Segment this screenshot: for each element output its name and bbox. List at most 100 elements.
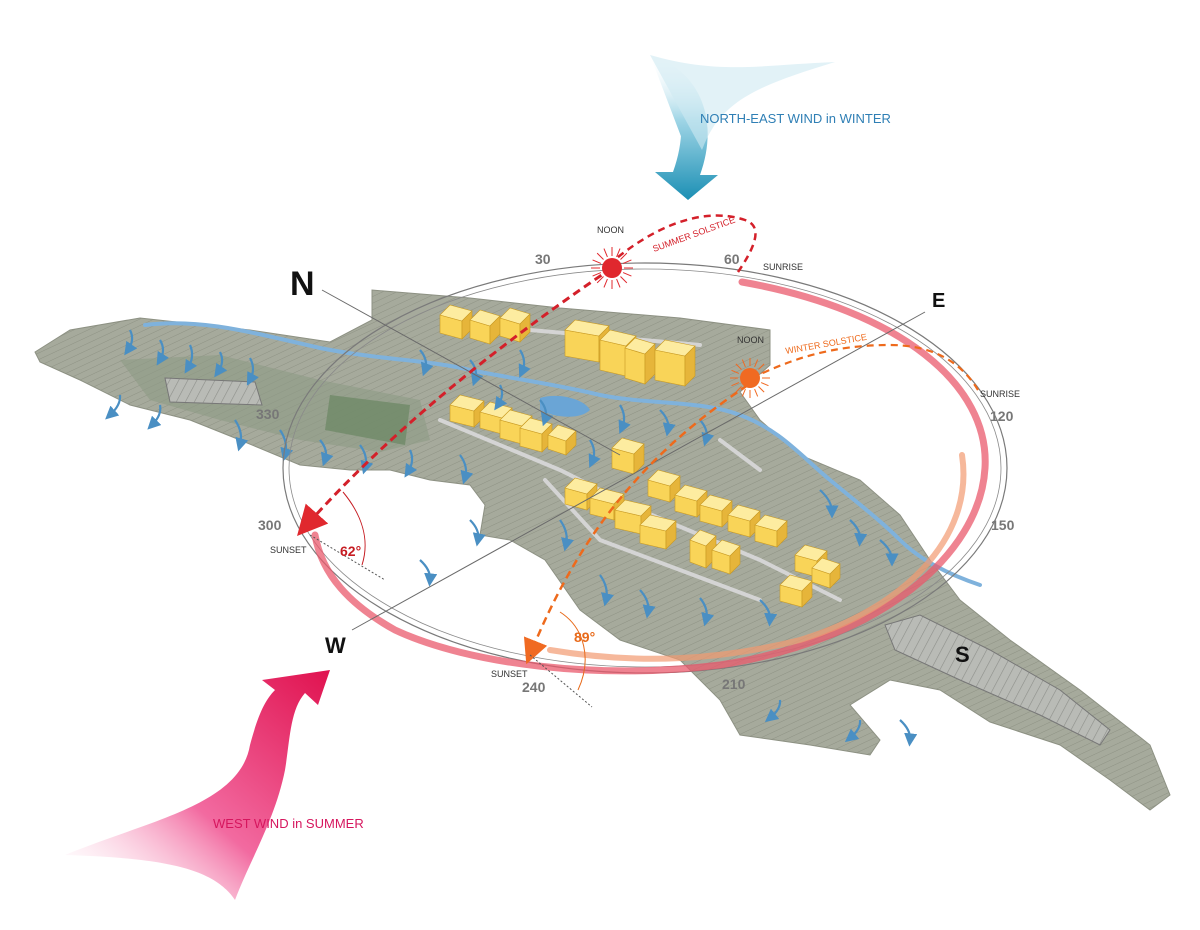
sun-ray xyxy=(735,363,742,370)
north-east-wind-label: NORTH-EAST WIND in WINTER xyxy=(700,111,891,126)
pond xyxy=(540,395,590,417)
compass-west-label: W xyxy=(325,633,346,658)
winter-angle-marker xyxy=(529,611,593,708)
breeze-arrow xyxy=(147,404,162,430)
summer-angle-label: 62° xyxy=(340,543,361,559)
breeze-arrow xyxy=(639,589,656,619)
degree-300: 300 xyxy=(258,517,282,533)
building-side xyxy=(829,563,841,589)
sun-ray xyxy=(758,386,765,393)
sun-ray xyxy=(620,276,628,284)
breeze-arrow xyxy=(214,351,228,378)
winter-sunset-ray xyxy=(523,383,749,665)
breeze-arrow xyxy=(404,449,418,478)
breeze-arrow xyxy=(849,519,868,547)
summer-sunset-label: SUNSET xyxy=(270,545,307,555)
sun-ray xyxy=(620,252,628,260)
breeze-arrow xyxy=(819,489,839,519)
breeze-arrow xyxy=(588,439,601,469)
degree-150: 150 xyxy=(991,517,1015,533)
sun-ray xyxy=(596,276,604,284)
sun-ray xyxy=(603,248,608,258)
degree-120: 120 xyxy=(990,408,1014,424)
sun-ray xyxy=(735,386,742,393)
breeze-arrow xyxy=(699,419,715,447)
breeze-arrow xyxy=(659,409,676,437)
sun-ray xyxy=(592,259,602,264)
breeze-arrow xyxy=(419,559,438,587)
building-side xyxy=(684,345,696,387)
building-side xyxy=(633,443,645,475)
summer-sunset-ray xyxy=(297,266,613,536)
breeze-arrow xyxy=(599,574,614,607)
compass-north-label: N xyxy=(290,265,315,303)
breeze-arrow xyxy=(539,399,554,427)
breeze-arrow xyxy=(559,519,574,552)
breeze-arrow xyxy=(759,599,778,627)
winter-noon-sun xyxy=(730,358,770,398)
summer-solstice-label: SUMMER SOLSTICE xyxy=(651,215,736,254)
parking-lot-west xyxy=(164,377,263,406)
breeze-arrow xyxy=(459,454,474,485)
buildings xyxy=(439,304,841,608)
breeze-arrow xyxy=(494,384,508,411)
wind-winter-tail xyxy=(650,55,835,150)
west-wind-arrow xyxy=(65,670,330,900)
breeze-arrow xyxy=(156,339,170,366)
summer-sunrise-label: SUNRISE xyxy=(763,262,803,272)
winter-sun-path-band xyxy=(547,452,967,662)
degree-240: 240 xyxy=(522,679,546,695)
west-wind-label: WEST WIND in SUMMER xyxy=(213,816,364,831)
river xyxy=(143,321,982,587)
breeze-arrow xyxy=(518,349,531,379)
breeze-arrow xyxy=(844,719,862,743)
breeze-arrow xyxy=(419,349,434,377)
compass-south-label: S xyxy=(955,642,970,667)
breeze-arrow xyxy=(699,597,715,627)
breeze-arrow xyxy=(234,419,249,452)
building-side xyxy=(801,580,813,608)
sun-ray xyxy=(616,248,621,258)
sun-ray xyxy=(596,252,604,260)
building-side xyxy=(565,430,577,456)
degree-60: 60 xyxy=(724,251,740,267)
summer-angle-marker xyxy=(309,491,386,581)
north-east-wind-arrow xyxy=(650,55,718,200)
winter-angle-label: 89° xyxy=(574,629,595,645)
breeze-arrow xyxy=(246,357,259,386)
sun-ray xyxy=(741,388,746,397)
sun-ray xyxy=(754,359,759,368)
summer-noon-label: NOON xyxy=(597,225,624,235)
winter-sunrise-label: SUNRISE xyxy=(980,389,1020,399)
sun-ray xyxy=(731,382,740,387)
breeze-arrow xyxy=(124,329,138,356)
breeze-arrow xyxy=(469,519,486,547)
degree-30: 30 xyxy=(535,251,551,267)
degree-330: 330 xyxy=(256,406,280,422)
breeze-arrow xyxy=(184,344,198,374)
sun-ray xyxy=(616,278,621,288)
summer-sun-path-band xyxy=(311,278,989,675)
compass-east-label: E xyxy=(932,290,945,312)
building-side xyxy=(776,520,788,548)
sun-ray xyxy=(760,369,769,374)
breeze-arrow xyxy=(879,539,899,567)
parking-lot-south xyxy=(884,614,1111,746)
breeze-arrow xyxy=(319,439,334,467)
building-side xyxy=(729,545,741,575)
sun-ray xyxy=(592,272,602,277)
winter-noon-label: NOON xyxy=(737,335,764,345)
breeze-arrow xyxy=(618,404,631,435)
breeze-arrow xyxy=(105,394,122,420)
summer-noon-sun xyxy=(591,247,633,289)
breeze-arrow xyxy=(764,699,782,723)
breeze-arrows xyxy=(105,329,918,747)
breeze-arrow xyxy=(469,359,484,387)
sun-ray xyxy=(603,278,608,288)
sun-ray xyxy=(741,359,746,368)
winter-solstice-arc xyxy=(751,343,979,391)
breeze-arrow xyxy=(899,719,918,747)
degree-210: 210 xyxy=(722,676,746,692)
